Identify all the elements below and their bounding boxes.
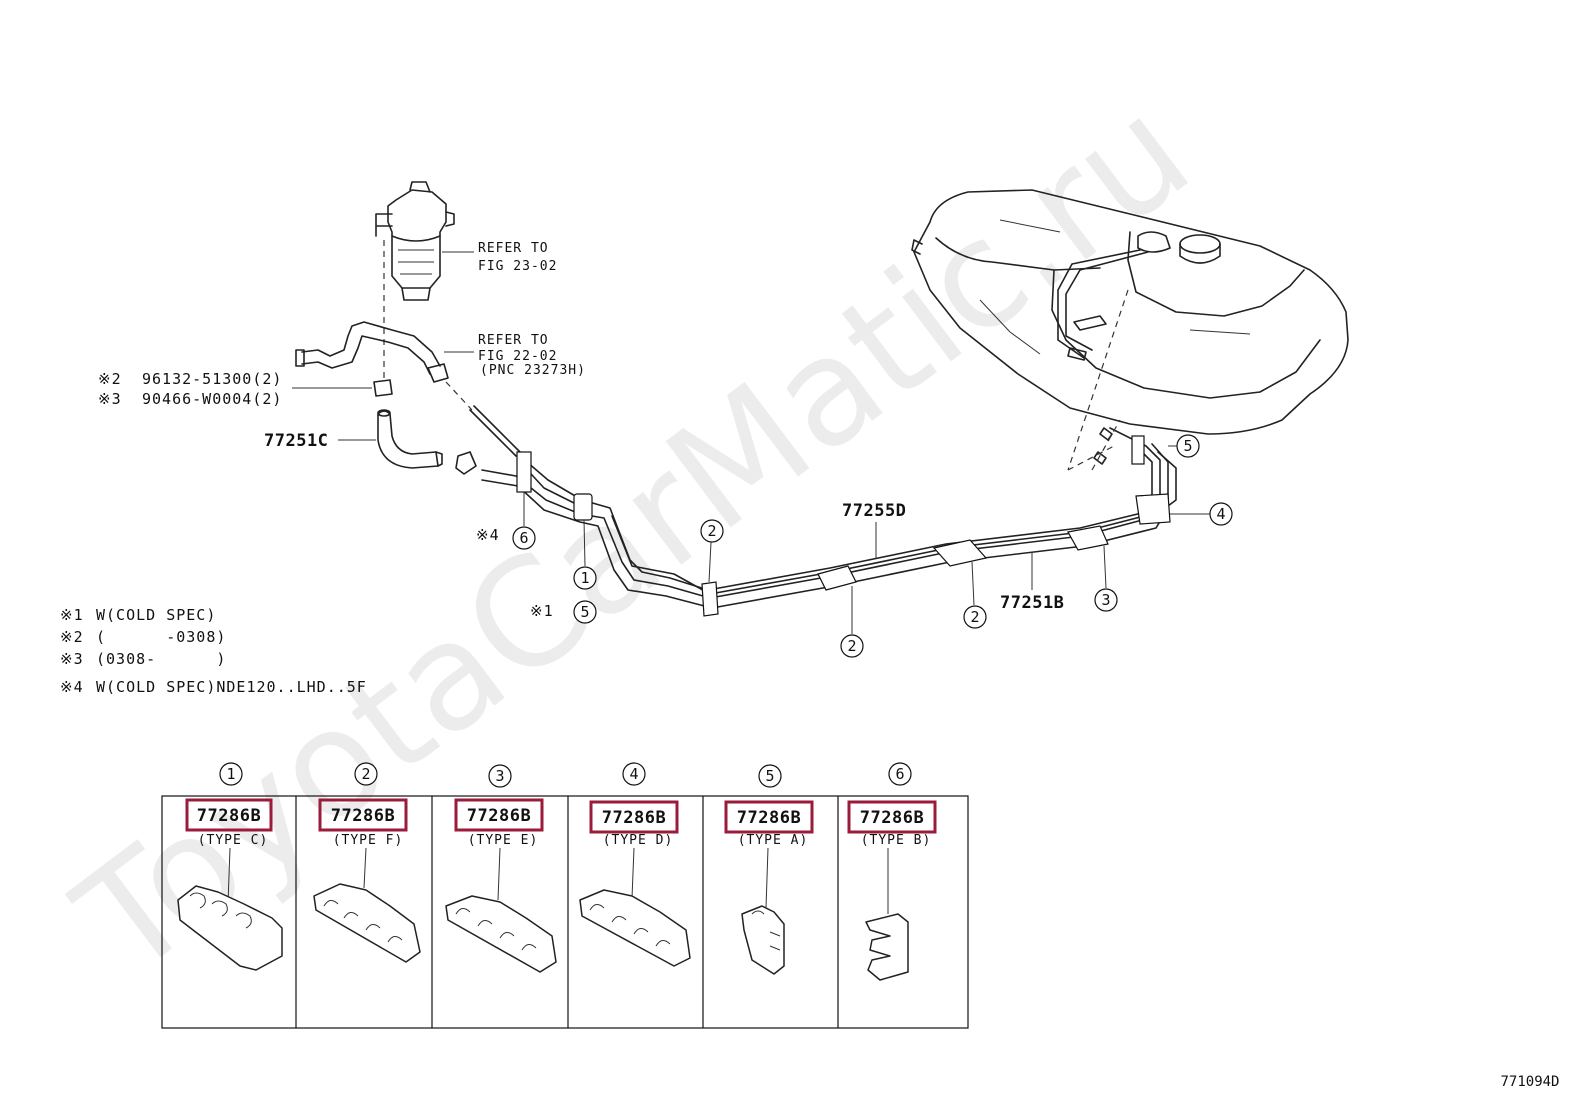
- callout-5-tank: 5: [1183, 437, 1192, 455]
- fuel-filter-illustration: [375, 181, 455, 301]
- footnote-2-mark: ※2: [60, 628, 84, 646]
- filter-refer-line1: REFER TO: [478, 241, 549, 256]
- tube-clamps: [516, 435, 1171, 617]
- note-mark-3: ※3: [98, 390, 122, 408]
- clamp-type-d-icon: [579, 889, 691, 967]
- clamp-type-1: (TYPE C): [198, 833, 269, 848]
- part-number-77255d: 77255D: [842, 501, 906, 521]
- hose-77251c-illustration: [377, 409, 443, 469]
- part-number-77251c: 77251C: [264, 431, 328, 451]
- vapor-line: [469, 409, 517, 457]
- vapor-line-2: [473, 405, 521, 453]
- clamp-index-6: 6: [895, 765, 904, 783]
- clamp-type-f-icon: [313, 883, 421, 963]
- note-mark-2: ※2: [98, 370, 122, 388]
- callout-4: 4: [1216, 505, 1225, 523]
- hose-end-clip: [455, 451, 477, 475]
- callout-1: 1: [580, 569, 589, 587]
- footnote-3-mark: ※3: [60, 650, 84, 668]
- inlet-hose-illustration: [295, 321, 449, 383]
- clamp-index-4: 4: [629, 765, 638, 783]
- clamp-col-2: 2 77286B (TYPE F): [313, 762, 421, 963]
- clamp-col-4: 4 77286B (TYPE D): [579, 762, 691, 967]
- note-mark-4: ※4: [476, 526, 500, 544]
- hose-refer-line1: REFER TO: [478, 333, 549, 348]
- footnotes: ※1 W(COLD SPEC) ※2 ( -0308) ※3 (0308- ) …: [60, 606, 367, 696]
- filter-refer-line2: FIG 23-02: [478, 259, 557, 274]
- hose-leader-dash: [445, 381, 473, 411]
- clamp-index-5: 5: [765, 767, 774, 785]
- callout-5-note1: 5: [580, 603, 589, 621]
- callout-3: 3: [1101, 591, 1110, 609]
- clamp-type-4: (TYPE D): [603, 833, 674, 848]
- clamp-col-1: 1 77286B (TYPE C): [177, 762, 283, 971]
- clamp-index-3: 3: [495, 767, 504, 785]
- clamp-col-3: 3 77286B (TYPE E): [445, 764, 557, 973]
- clamp-index-1: 1: [226, 765, 235, 783]
- clamp-table: [161, 795, 969, 1029]
- clamp-part-5: 77286B: [737, 808, 801, 828]
- clamp-type-3: (TYPE E): [468, 833, 539, 848]
- clamp-index-2: 2: [361, 765, 370, 783]
- clamp-col-6: 6 77286B (TYPE B): [847, 762, 937, 981]
- clamp-type-c-icon: [177, 885, 283, 971]
- fuel-tank-illustration: [911, 189, 1349, 435]
- callout-2-c: 2: [847, 637, 856, 655]
- callout-6: 6: [519, 529, 528, 547]
- clamp-col-5: 5 77286B (TYPE A): [724, 764, 814, 975]
- hose-clip-part: [373, 379, 393, 397]
- footnote-2-text: ( -0308): [96, 628, 226, 646]
- tank-leader-c: [1091, 419, 1121, 471]
- footnote-4-text: W(COLD SPEC)NDE120..LHD..5F: [96, 678, 367, 696]
- clamp-type-a-icon: [741, 905, 785, 975]
- clamp-type-6: (TYPE B): [861, 833, 932, 848]
- part-number-90466: 90466-W0004(2): [142, 390, 282, 408]
- clamp-part-3: 77286B: [467, 806, 531, 826]
- clamp-type-5: (TYPE A): [738, 833, 809, 848]
- clamp-type-b-icon: [865, 913, 909, 981]
- footnote-4-mark: ※4: [60, 678, 84, 696]
- hose-refer-line3: (PNC 23273H): [480, 363, 586, 378]
- part-number-77251b: 77251B: [1000, 593, 1064, 613]
- callout-2-d: 2: [970, 608, 979, 626]
- clamp-part-4: 77286B: [602, 808, 666, 828]
- clamp-part-1: 77286B: [197, 806, 261, 826]
- tank-leader-a: [1067, 289, 1129, 471]
- note-mark-1: ※1: [530, 602, 554, 620]
- callout-2-b: 2: [707, 522, 716, 540]
- clamp-type-2: (TYPE F): [333, 833, 404, 848]
- clamp-type-e-icon: [445, 895, 557, 973]
- callouts: 5 4 3 2 2 2 1 5 6: [512, 434, 1233, 658]
- clamp-part-2: 77286B: [331, 806, 395, 826]
- figure-code: 771094D: [1500, 1074, 1559, 1090]
- tank-leader-b: [1067, 445, 1115, 471]
- clamp-part-6: 77286B: [860, 808, 924, 828]
- footnote-3-text: (0308- ): [96, 650, 226, 668]
- footnote-1-mark: ※1: [60, 606, 84, 624]
- part-number-96132: 96132-51300(2): [142, 370, 282, 388]
- footnote-1-text: W(COLD SPEC): [96, 606, 216, 624]
- hose-refer-line2: FIG 22-02: [478, 349, 557, 364]
- tank-fittings: [1093, 427, 1113, 465]
